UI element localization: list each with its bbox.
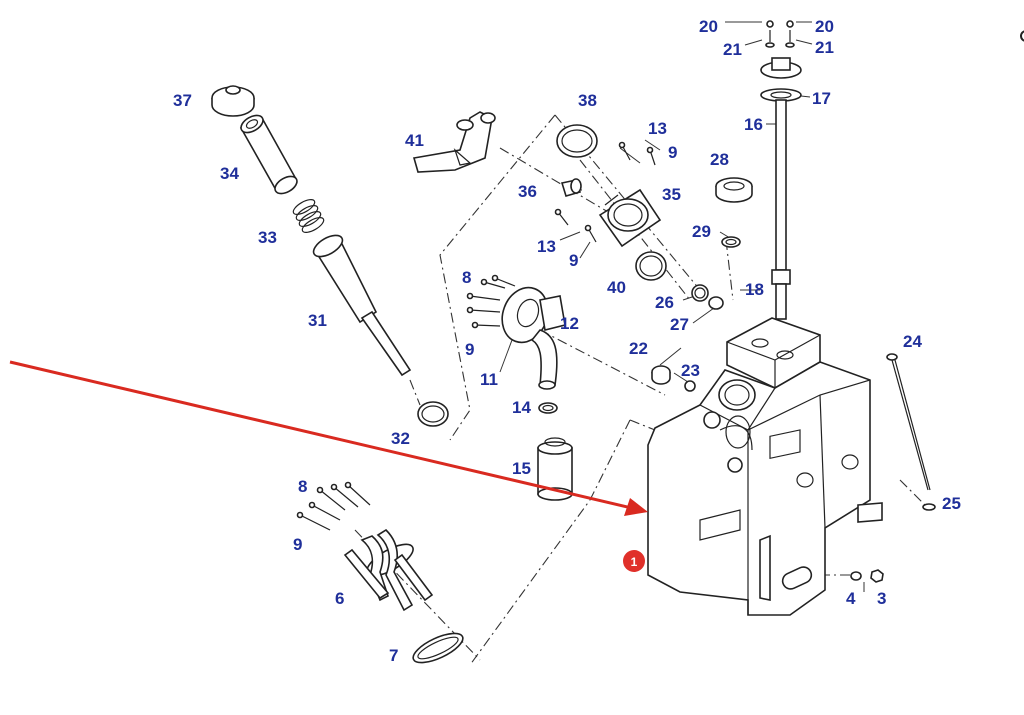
flange-35 [598, 188, 662, 248]
filter-cap [211, 85, 255, 117]
callout-14: 14 [512, 398, 531, 417]
callout-4: 4 [846, 589, 856, 608]
callout-38: 38 [578, 91, 597, 110]
callout-33: 33 [258, 228, 277, 247]
callout-labels: 20 20 21 21 17 16 37 38 13 9 41 28 34 36… [173, 17, 961, 665]
item-badge[interactable]: 1 [623, 550, 645, 572]
callout-16: 16 [744, 115, 763, 134]
ring-29 [721, 236, 741, 248]
callout-17: 17 [812, 89, 831, 108]
callout-24: 24 [903, 332, 922, 351]
magnifier-icon[interactable] [1020, 30, 1024, 42]
washer-4-nut-3 [850, 569, 884, 583]
callout-13b: 13 [537, 237, 556, 256]
plug-26 [691, 284, 709, 302]
cap-28 [715, 177, 753, 203]
flange-11 [501, 286, 566, 344]
callout-15: 15 [512, 459, 531, 478]
callout-18: 18 [745, 280, 764, 299]
badge-label: 1 [631, 555, 638, 569]
callout-20a: 20 [699, 17, 718, 36]
callout-32: 32 [391, 429, 410, 448]
callout-6: 6 [335, 589, 344, 608]
callout-28: 28 [710, 150, 729, 169]
callout-9d: 9 [293, 535, 302, 554]
hose-41 [412, 111, 496, 173]
callout-8a: 8 [462, 268, 471, 287]
screws-13-9 [554, 141, 656, 243]
elbow-12 [530, 329, 558, 390]
callout-3: 3 [877, 589, 886, 608]
callout-11: 11 [480, 370, 498, 389]
callout-23: 23 [681, 361, 700, 380]
screws-8-9-upper [466, 274, 516, 329]
callout-12: 12 [560, 314, 579, 333]
ring-14 [538, 402, 558, 414]
o-ring-40 [635, 251, 667, 281]
filter-element [239, 114, 298, 195]
callout-9c: 9 [465, 340, 474, 359]
filter-spring [292, 199, 325, 233]
o-ring-38 [556, 124, 598, 158]
callout-34: 34 [220, 164, 239, 183]
callout-21b: 21 [815, 38, 834, 57]
callout-9b: 9 [569, 251, 578, 270]
callout-25: 25 [942, 494, 961, 513]
callout-9a: 9 [668, 143, 677, 162]
callout-41: 41 [405, 131, 424, 150]
gasket-7 [412, 632, 464, 664]
callout-21a: 21 [723, 40, 742, 59]
callout-35: 35 [662, 185, 681, 204]
sender-16 [760, 20, 802, 320]
callout-7: 7 [389, 646, 398, 665]
tube-assembly-6 [343, 528, 434, 612]
screws-8-9-lower [296, 481, 371, 531]
callout-27: 27 [670, 315, 689, 334]
callout-31: 31 [308, 311, 327, 330]
callout-40: 40 [607, 278, 626, 297]
fitting-36 [560, 178, 582, 197]
callout-26: 26 [655, 293, 674, 312]
callout-37: 37 [173, 91, 192, 110]
callout-20b: 20 [815, 17, 834, 36]
highlight-arrow [9, 360, 648, 516]
callout-36: 36 [518, 182, 537, 201]
o-ring-32 [417, 401, 449, 427]
callout-29: 29 [692, 222, 711, 241]
dipstick-24 [886, 353, 936, 511]
callout-22: 22 [629, 339, 648, 358]
callout-13a: 13 [648, 119, 667, 138]
seal-27 [708, 296, 724, 310]
filter-housing [312, 234, 412, 377]
callout-8b: 8 [298, 477, 307, 496]
tank-body [647, 317, 883, 616]
